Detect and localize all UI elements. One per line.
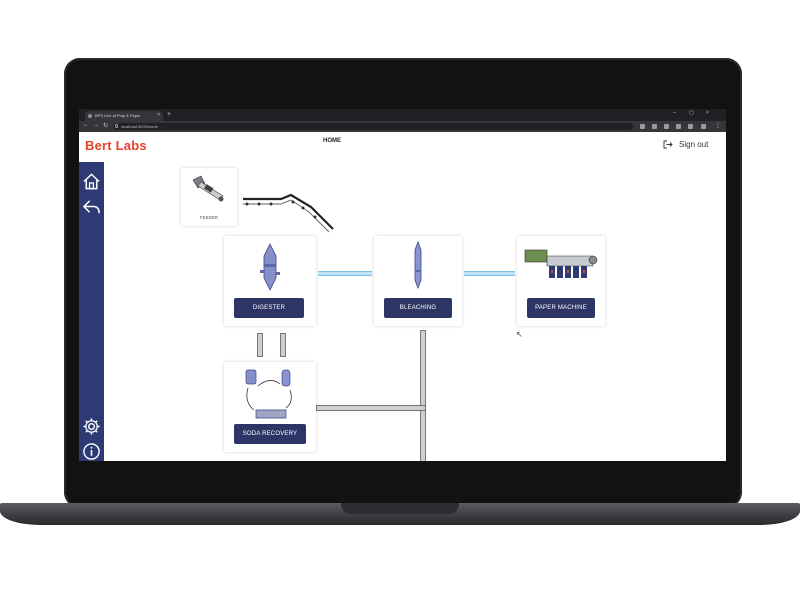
screen: BPS Live at Pulp & Paper × + – ▢ × ← → ↻…: [79, 109, 726, 461]
gear-icon[interactable]: [82, 417, 101, 436]
info-icon[interactable]: [82, 442, 101, 461]
reload-icon[interactable]: ↻: [103, 123, 109, 129]
sidebar: [79, 162, 104, 461]
forward-nav-icon[interactable]: →: [93, 122, 99, 128]
laptop-notch: [341, 503, 459, 514]
soda-recovery-card[interactable]: SODA RECOVERY: [224, 362, 316, 452]
process-canvas: FEEDER DIGESTER: [104, 162, 726, 461]
maximize-button[interactable]: ▢: [689, 110, 694, 116]
brand-logo: Bert Labs: [85, 138, 147, 153]
paper-machine-button[interactable]: PAPER MACHINE: [527, 298, 595, 318]
tab-close-button[interactable]: ×: [157, 112, 160, 118]
paper-machine-card[interactable]: PAPER MACHINE: [517, 236, 605, 326]
profile-icon[interactable]: [688, 124, 693, 129]
browser-tab[interactable]: BPS Live at Pulp & Paper ×: [85, 111, 163, 121]
paper-machine-icon: [524, 249, 598, 278]
pipe-digester-bleaching: [318, 271, 372, 276]
pipe-soda-digester-up: [257, 333, 263, 357]
browser-tabbar: BPS Live at Pulp & Paper × + – ▢ ×: [79, 109, 726, 121]
url-text: localhost:3000/home: [121, 124, 158, 129]
sign-out-button[interactable]: Sign out: [663, 140, 708, 149]
mouse-cursor: ↖: [516, 330, 523, 339]
back-icon[interactable]: [82, 198, 101, 217]
close-window-button[interactable]: ×: [706, 110, 709, 116]
sign-out-label: Sign out: [679, 140, 709, 149]
bookmark-icon[interactable]: [652, 124, 657, 129]
sign-out-icon: [663, 140, 673, 149]
extension-icon[interactable]: [664, 124, 669, 129]
digester-tank-icon: [260, 243, 280, 291]
minimize-button[interactable]: –: [673, 110, 676, 116]
lock-icon: [115, 124, 118, 128]
feeder-card[interactable]: FEEDER: [181, 168, 237, 226]
app-header: Bert Labs HOME Sign out: [79, 132, 726, 163]
avatar[interactable]: [701, 124, 706, 129]
pipe-bleaching-soda: [316, 405, 426, 411]
laptop-base: [0, 503, 800, 525]
pipe-bleaching-papermachine: [464, 271, 515, 276]
digester-button[interactable]: DIGESTER: [234, 298, 304, 318]
home-icon[interactable]: [82, 172, 101, 191]
favicon-icon: [88, 114, 92, 118]
extension-icon[interactable]: [676, 124, 681, 129]
feeder-machine-icon: [192, 175, 224, 202]
tab-title: BPS Live at Pulp & Paper: [95, 113, 141, 118]
back-nav-icon[interactable]: ←: [83, 122, 89, 128]
soda-recovery-button[interactable]: SODA RECOVERY: [234, 424, 306, 444]
menu-icon[interactable]: ⋮: [715, 123, 721, 129]
bleaching-button[interactable]: BLEACHING: [384, 298, 452, 318]
pipe-bleaching-down: [420, 330, 426, 461]
conveyor-belt: [243, 193, 334, 233]
bleaching-tower-icon: [414, 240, 422, 290]
bleaching-card[interactable]: BLEACHING: [374, 236, 462, 326]
digester-card[interactable]: DIGESTER: [224, 236, 316, 326]
soda-recovery-cycle-icon: [245, 369, 292, 419]
pipe-digester-soda-down: [280, 333, 286, 357]
feeder-label: FEEDER: [199, 215, 219, 220]
page-title: HOME: [323, 138, 341, 144]
address-bar[interactable]: localhost:3000/home: [113, 123, 633, 130]
share-icon[interactable]: [640, 124, 645, 129]
browser-toolbar: ← → ↻ localhost:3000/home ⋮: [79, 121, 726, 132]
new-tab-button[interactable]: +: [167, 111, 172, 118]
